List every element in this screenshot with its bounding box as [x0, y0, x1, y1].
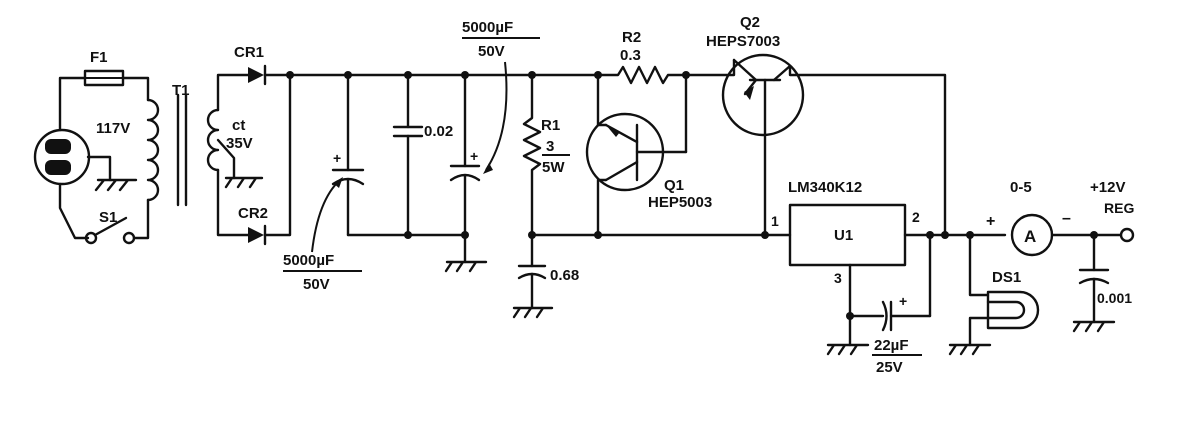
resistor-r2 — [596, 65, 688, 85]
cap-second-value: 5000µF — [462, 19, 513, 36]
capacitor-0001 — [1072, 233, 1116, 333]
cap-22uf-voltage: 25V — [876, 359, 903, 376]
output-terminal — [1119, 227, 1135, 243]
fuse-label: F1 — [90, 49, 108, 66]
output-label: REG — [1104, 200, 1134, 216]
regulator-pin1: 1 — [771, 213, 779, 229]
meter-minus: – — [1062, 210, 1071, 227]
r1-value: 3 — [546, 138, 554, 155]
capacitor-second: + — [449, 73, 481, 237]
meter-plus: + — [986, 213, 995, 230]
svg-text:+: + — [470, 148, 478, 164]
svg-text:+: + — [333, 150, 341, 166]
q1-label: Q1 — [664, 177, 684, 194]
resistor-r1 — [522, 73, 542, 237]
secondary-voltage-label: 35V — [226, 135, 253, 152]
lamp-label: DS1 — [992, 269, 1021, 286]
capacitor-bypass — [392, 73, 424, 237]
rectifier-cr1 — [248, 64, 267, 86]
ac-plug — [33, 128, 91, 186]
cap-0001-value: 0.001 — [1097, 290, 1132, 306]
transformer-label: T1 — [172, 82, 190, 99]
r1-label: R1 — [541, 117, 560, 134]
output-voltage: +12V — [1090, 179, 1125, 196]
svg-text:A: A — [1024, 227, 1036, 246]
r1-power: 5W — [542, 159, 565, 176]
regulator-ref: U1 — [834, 227, 853, 244]
cap-input-value: 5000µF — [283, 252, 334, 269]
regulator-pin3: 3 — [834, 270, 842, 286]
cap-068-value: 0.68 — [550, 267, 579, 284]
capacitor-22uf: + — [881, 293, 932, 332]
cap-22uf-value: 22µF — [874, 337, 909, 354]
q1-part: HEP5003 — [648, 194, 712, 211]
regulator-part: LM340K12 — [788, 179, 862, 196]
regulator-pin2: 2 — [912, 209, 920, 225]
cap-second-voltage: 50V — [478, 43, 505, 60]
q2-label: Q2 — [740, 14, 760, 31]
cap-input-voltage: 50V — [303, 276, 330, 293]
r2-value: 0.3 — [620, 47, 641, 64]
cr2-label: CR2 — [238, 205, 268, 222]
cap-bypass-value: 0.02 — [424, 123, 453, 140]
rectifier-cr2 — [248, 224, 267, 246]
switch-label: S1 — [99, 209, 117, 226]
primary-voltage-label: 117V — [96, 120, 130, 137]
ammeter: A — [1010, 213, 1054, 257]
ct-label: ct — [232, 117, 245, 134]
q2-part: HEPS7003 — [706, 33, 780, 50]
fuse-f1 — [83, 69, 125, 87]
svg-text:+: + — [899, 293, 907, 309]
transistor-q1 — [585, 112, 688, 192]
meter-range: 0-5 — [1010, 179, 1032, 196]
lamp-ds1 — [948, 233, 1040, 356]
capacitor-068 — [512, 233, 554, 319]
r2-label: R2 — [622, 29, 641, 46]
capacitor-input: + — [331, 73, 365, 237]
cr1-label: CR1 — [234, 44, 264, 61]
transformer-t1 — [146, 93, 220, 207]
transistor-q2 — [721, 53, 805, 137]
